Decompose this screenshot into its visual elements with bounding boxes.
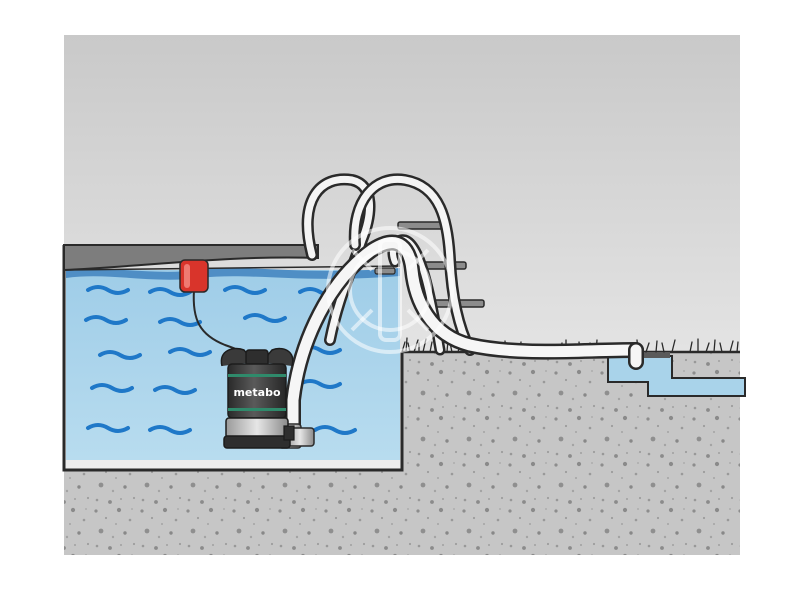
wrench-gear-watermark-icon — [326, 226, 454, 354]
water-waves — [84, 285, 357, 435]
submersible-pump: metabo — [220, 347, 295, 449]
water-surface — [66, 268, 400, 280]
discharge-hose — [285, 234, 644, 448]
pool-wall — [62, 245, 404, 472]
float-switch-icon — [179, 259, 209, 293]
pump-brand-label: metabo — [233, 386, 280, 399]
